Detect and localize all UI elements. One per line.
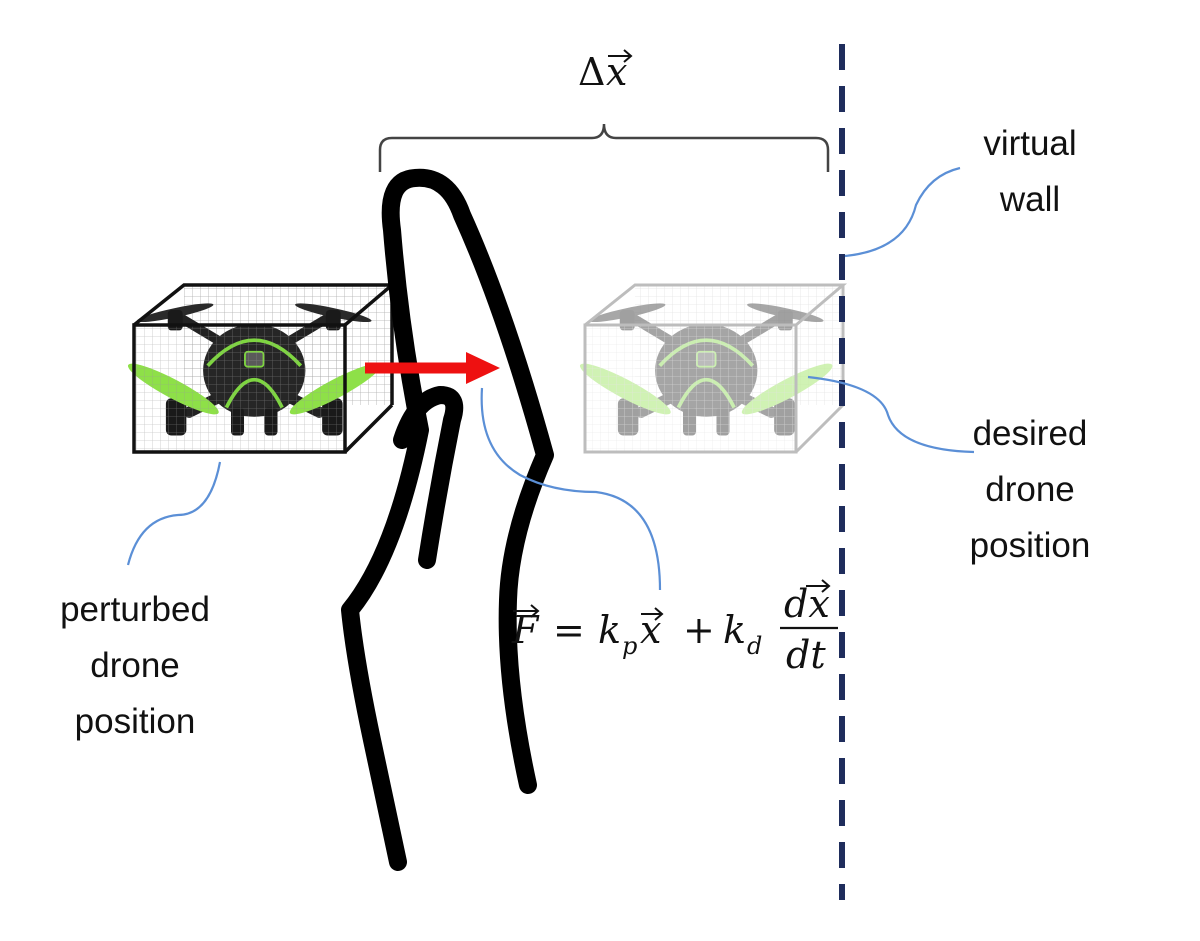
arrow-right-icon: [365, 352, 500, 384]
desired-position-line2: drone: [985, 470, 1075, 509]
desired-drone: [576, 283, 848, 454]
eq-force: F: [511, 608, 540, 652]
hand-outline-icon: [341, 168, 554, 871]
perturbed-position-label: perturbed drone position: [30, 582, 240, 750]
perturbed-drone: [124, 283, 397, 454]
eq-denominator: dt: [786, 633, 826, 677]
desired-position-line3: position: [969, 526, 1091, 565]
perturbed-position-line1: perturbed: [60, 590, 210, 629]
eq-numerator: dx: [784, 582, 830, 626]
desired-position-label: desired drone position: [945, 406, 1115, 574]
virtual-wall-label: virtual wall: [945, 116, 1115, 228]
perturbed-position-line3: position: [74, 702, 196, 741]
eq-kd-sub: d: [747, 632, 762, 660]
eq-equals: =: [553, 608, 585, 652]
svg-text:x: x: [606, 50, 627, 94]
virtual-wall-line2: wall: [999, 180, 1061, 219]
eq-plus: +: [683, 608, 715, 652]
leader-perturbed-position: [126, 461, 222, 566]
cage-frame: [132, 283, 397, 454]
desired-position-line1: desired: [972, 414, 1088, 453]
delta-x-label: Δ x: [578, 49, 633, 94]
control-equation: F = k p x + k d dx dt: [511, 579, 838, 677]
eq-kp: k: [598, 608, 621, 652]
leader-equation: [480, 387, 662, 591]
virtual-wall-line1: virtual: [983, 124, 1077, 163]
svg-text:Δ: Δ: [578, 50, 605, 94]
eq-kp-sub: p: [622, 632, 637, 660]
delta-x-brace: [378, 123, 830, 172]
eq-kd: k: [723, 608, 746, 652]
perturbed-position-line2: drone: [90, 646, 180, 685]
leader-virtual-wall: [844, 166, 961, 258]
leader-desired-position: [807, 375, 975, 454]
leader-lines: [126, 166, 975, 591]
